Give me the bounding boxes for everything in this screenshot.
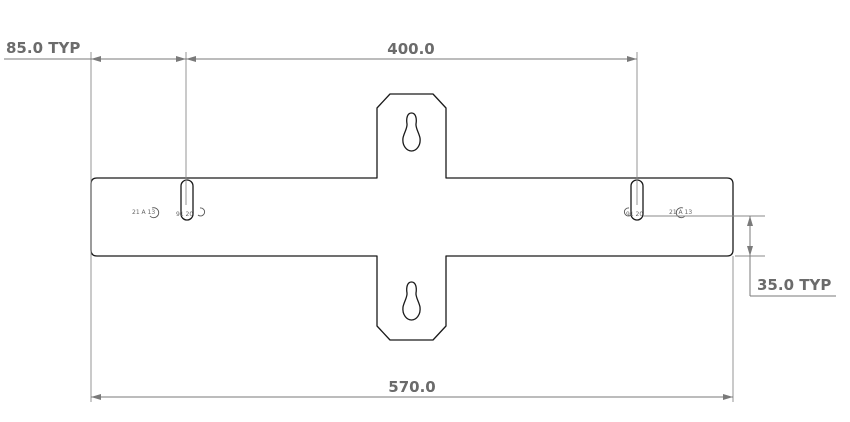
pin-marker-text-right-inner: 91 20 bbox=[626, 211, 643, 218]
arrow-pin-offset-right bbox=[176, 56, 186, 62]
arrow-vertical-offset-top bbox=[747, 216, 753, 226]
dimension-label-overall-width: 570.0 bbox=[388, 378, 435, 396]
rotation-marker-right bbox=[623, 207, 686, 219]
arrow-overall-width-right bbox=[723, 394, 733, 400]
arrow-pin-spacing-right bbox=[627, 56, 637, 62]
keyhole-slot-top bbox=[402, 112, 421, 152]
mounting-pin-left bbox=[180, 179, 194, 221]
pin-marker-text-right-outer: 21 A 13 bbox=[669, 209, 692, 216]
arrow-pin-spacing-left bbox=[186, 56, 196, 62]
keyhole-slot-bottom bbox=[402, 281, 421, 321]
pin-marker-text-left-outer: 21 A 13 bbox=[132, 209, 155, 216]
dimension-label-vertical-offset: 35.0 TYP bbox=[757, 276, 831, 294]
dimension-label-pin-spacing: 400.0 bbox=[387, 40, 434, 58]
arrow-pin-offset-left bbox=[91, 56, 101, 62]
dimension-label-pin-offset: 85.0 TYP bbox=[6, 39, 80, 57]
arrow-vertical-offset-bottom bbox=[747, 246, 753, 256]
rotation-marker-left bbox=[149, 207, 206, 219]
pin-marker-text-left-inner: 91 20 bbox=[176, 211, 193, 218]
arrow-overall-width-left bbox=[91, 394, 101, 400]
